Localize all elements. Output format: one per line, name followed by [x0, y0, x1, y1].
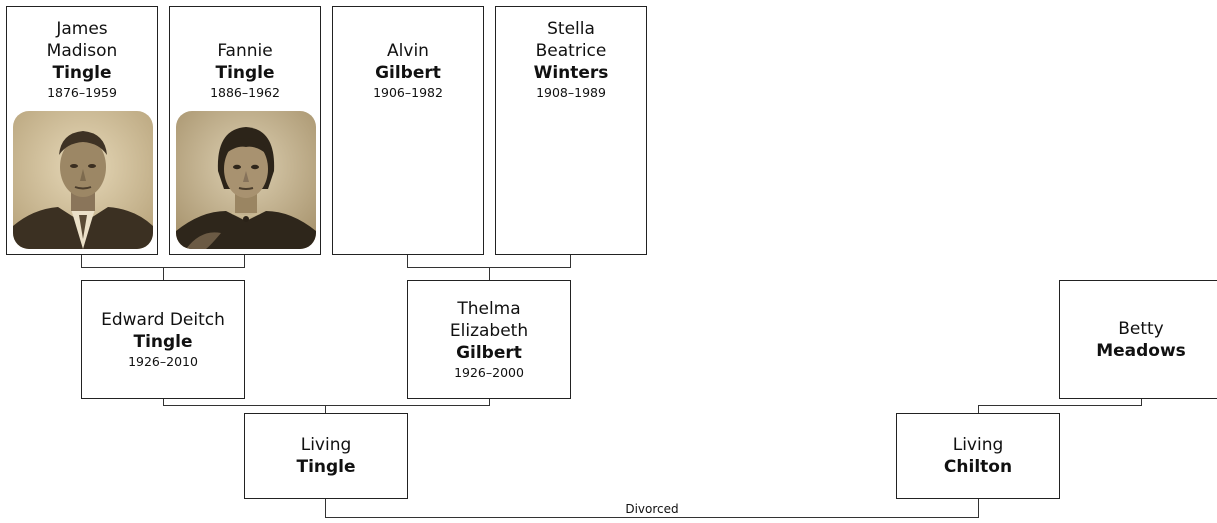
person-card-james-madison-tingle[interactable]: James Madison Tingle 1876–1959 [6, 6, 158, 255]
given-name: Living [952, 435, 1004, 455]
surname: Tingle [52, 63, 112, 83]
given-name: Alvin [387, 41, 429, 61]
surname: Winters [533, 63, 609, 83]
surname: Tingle [296, 457, 356, 477]
given-name: Edward Deitch [101, 309, 225, 330]
connector [978, 405, 979, 413]
surname: Tingle [215, 63, 275, 83]
connector [489, 399, 490, 406]
portrait-photo [176, 111, 316, 249]
given-name: Fannie [217, 41, 273, 61]
person-card-edward-deitch-tingle[interactable]: Edward Deitch Tingle 1926–2010 [81, 280, 245, 399]
person-card-thelma-elizabeth-gilbert[interactable]: Thelma Elizabeth Gilbert 1926–2000 [407, 280, 571, 399]
life-dates: 1906–1982 [373, 85, 443, 100]
person-card-alvin-gilbert[interactable]: Alvin Gilbert 1906–1982 [332, 6, 484, 255]
person-card-fannie-tingle[interactable]: Fannie Tingle 1886–1962 [169, 6, 321, 255]
relationship-connector [978, 499, 979, 518]
given-name: James Madison [46, 19, 118, 61]
life-dates: 1926–2010 [128, 353, 198, 369]
relationship-status-label: Divorced [625, 502, 679, 516]
connector [163, 267, 164, 280]
person-card-living-tingle[interactable]: Living Tingle [244, 413, 408, 499]
given-name: Living [300, 435, 352, 455]
connector [163, 405, 490, 406]
given-name: Stella Beatrice [535, 19, 607, 61]
connector [325, 405, 326, 413]
life-dates: 1926–2000 [454, 364, 524, 380]
life-dates: 1876–1959 [47, 85, 117, 100]
life-dates: 1908–1989 [536, 85, 606, 100]
relationship-connector [325, 499, 326, 518]
connector [163, 399, 164, 406]
connector [1141, 399, 1142, 406]
person-card-living-chilton[interactable]: Living Chilton [896, 413, 1060, 499]
surname: Gilbert [375, 63, 441, 83]
surname: Gilbert [456, 342, 522, 363]
person-card-betty-meadows[interactable]: Betty Meadows [1059, 280, 1217, 399]
surname: Meadows [1096, 340, 1186, 361]
connector [978, 405, 1142, 406]
relationship-connector [325, 517, 979, 518]
life-dates: 1886–1962 [210, 85, 280, 100]
surname: Tingle [133, 331, 193, 352]
connector [81, 255, 82, 268]
portrait-photo [13, 111, 153, 249]
connector [489, 267, 490, 280]
connector [244, 255, 245, 268]
connector [407, 255, 408, 268]
given-name: Thelma Elizabeth [449, 298, 529, 341]
connector [570, 255, 571, 268]
surname: Chilton [943, 457, 1013, 477]
given-name: Betty [1118, 318, 1164, 339]
person-card-stella-beatrice-winters[interactable]: Stella Beatrice Winters 1908–1989 [495, 6, 647, 255]
